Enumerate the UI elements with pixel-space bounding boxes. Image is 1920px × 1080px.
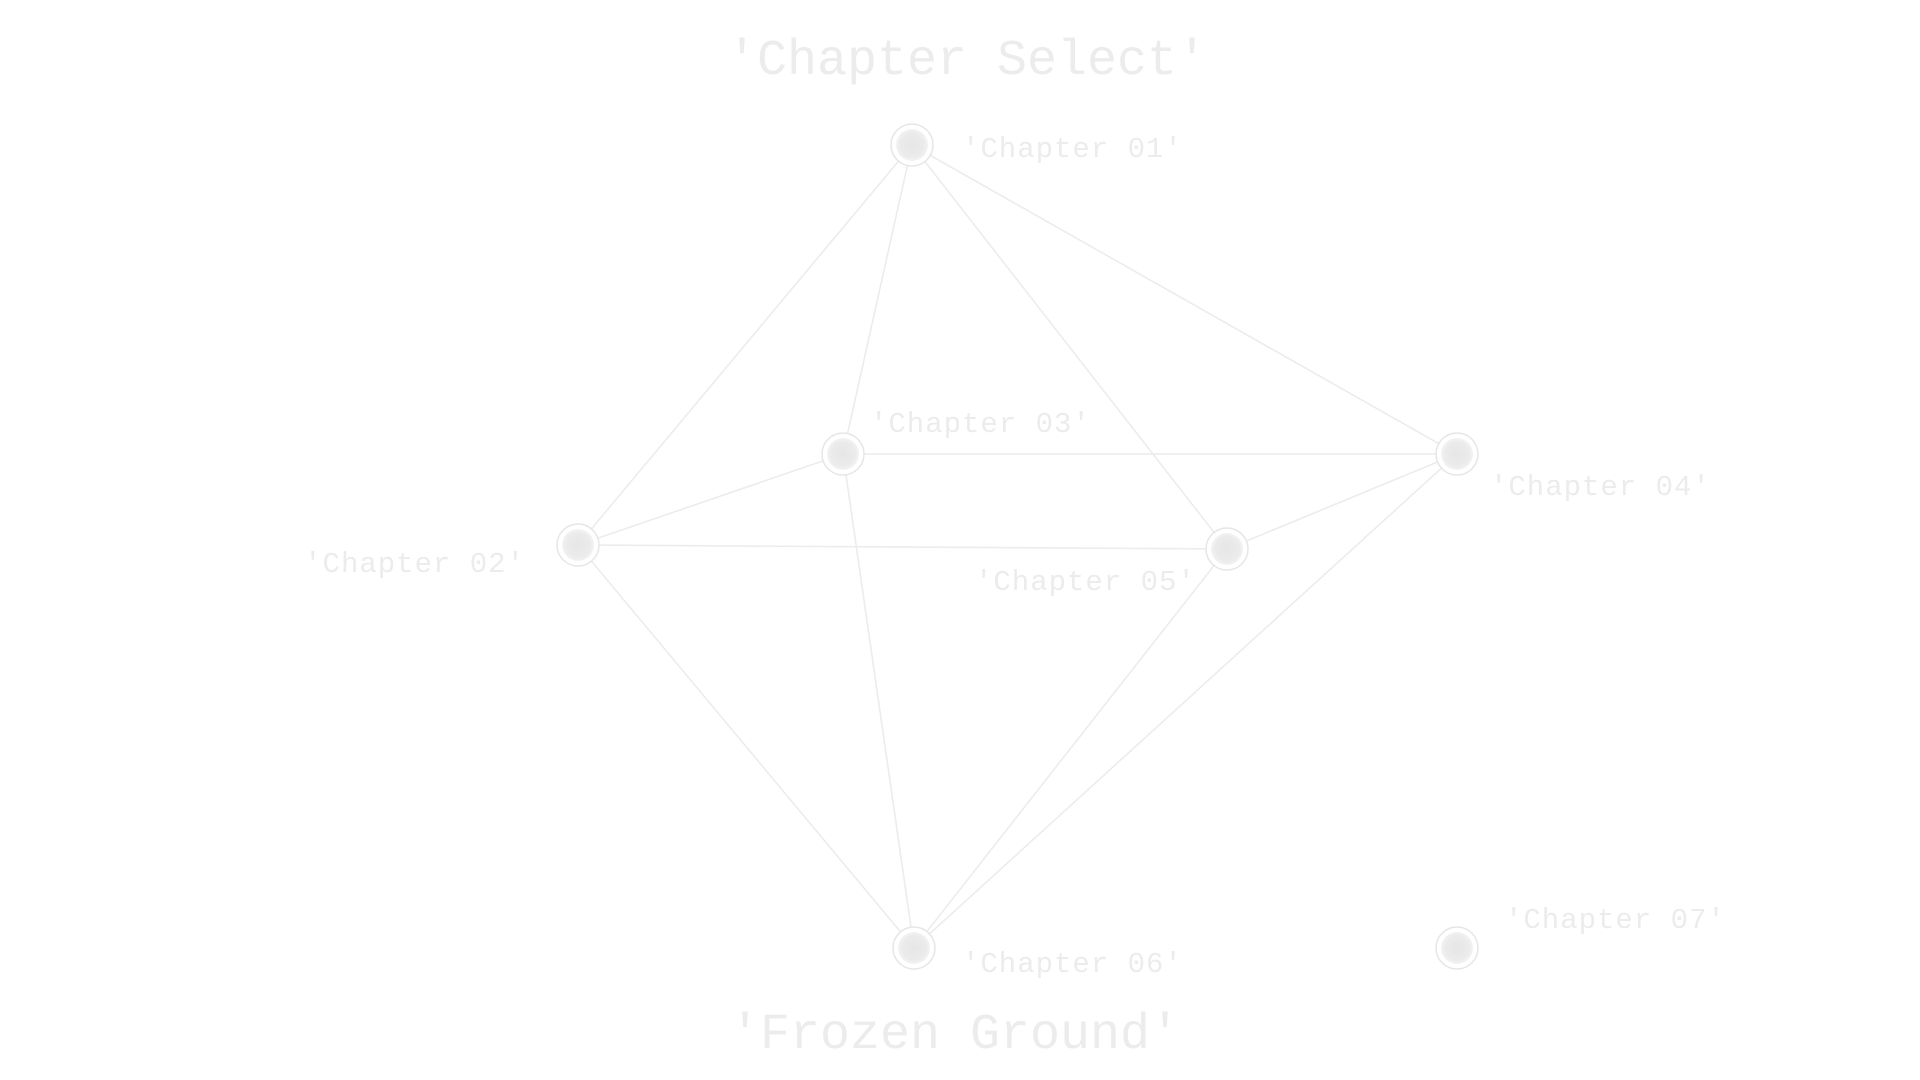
chapter-node-04[interactable]	[1435, 432, 1479, 476]
connection-ch1-ch3	[842, 144, 913, 455]
chapter-label-05[interactable]: 'Chapter 05'	[975, 566, 1196, 599]
chapter-nodes	[556, 123, 1479, 970]
connection-ch3-ch6	[842, 453, 915, 949]
chapter-node-05[interactable]	[1205, 527, 1249, 571]
chapter-label-02[interactable]: 'Chapter 02'	[304, 548, 525, 581]
node-dot	[1441, 932, 1473, 964]
chapter-label-06[interactable]: 'Chapter 06'	[962, 948, 1183, 981]
connection-ch2-ch5	[577, 544, 1228, 550]
connection-ch1-ch2	[577, 144, 913, 546]
node-dot	[562, 529, 594, 561]
chapter-labels: 'Chapter 01' 'Chapter 02' 'Chapter 03' 'Cha…	[304, 133, 1726, 981]
chapter-node-07[interactable]	[1435, 926, 1479, 970]
world-name: 'Frozen Ground'	[730, 1007, 1180, 1064]
node-dot	[1211, 533, 1243, 565]
chapter-label-04[interactable]: 'Chapter 04'	[1490, 471, 1711, 504]
node-dot	[896, 129, 928, 161]
node-dot	[1441, 438, 1473, 470]
chapter-connections	[577, 144, 1458, 949]
chapter-node-02[interactable]	[556, 523, 600, 567]
connection-ch5-ch6	[913, 548, 1228, 949]
chapter-node-03[interactable]	[821, 432, 865, 476]
chapter-node-01[interactable]	[890, 123, 934, 167]
node-dot	[898, 932, 930, 964]
connection-ch2-ch3	[577, 453, 844, 546]
node-dot	[827, 438, 859, 470]
chapter-node-06[interactable]	[892, 926, 936, 970]
connection-ch4-ch6	[913, 453, 1458, 949]
chapter-label-07[interactable]: 'Chapter 07'	[1505, 904, 1726, 937]
screen-title: 'Chapter Select'	[727, 33, 1207, 90]
connection-ch4-ch5	[1226, 453, 1458, 550]
connection-ch2-ch6	[577, 544, 915, 949]
chapter-label-01[interactable]: 'Chapter 01'	[962, 133, 1183, 166]
chapter-label-03[interactable]: 'Chapter 03'	[870, 408, 1091, 441]
connection-ch1-ch4	[911, 144, 1458, 455]
connection-ch1-ch5	[911, 144, 1228, 550]
